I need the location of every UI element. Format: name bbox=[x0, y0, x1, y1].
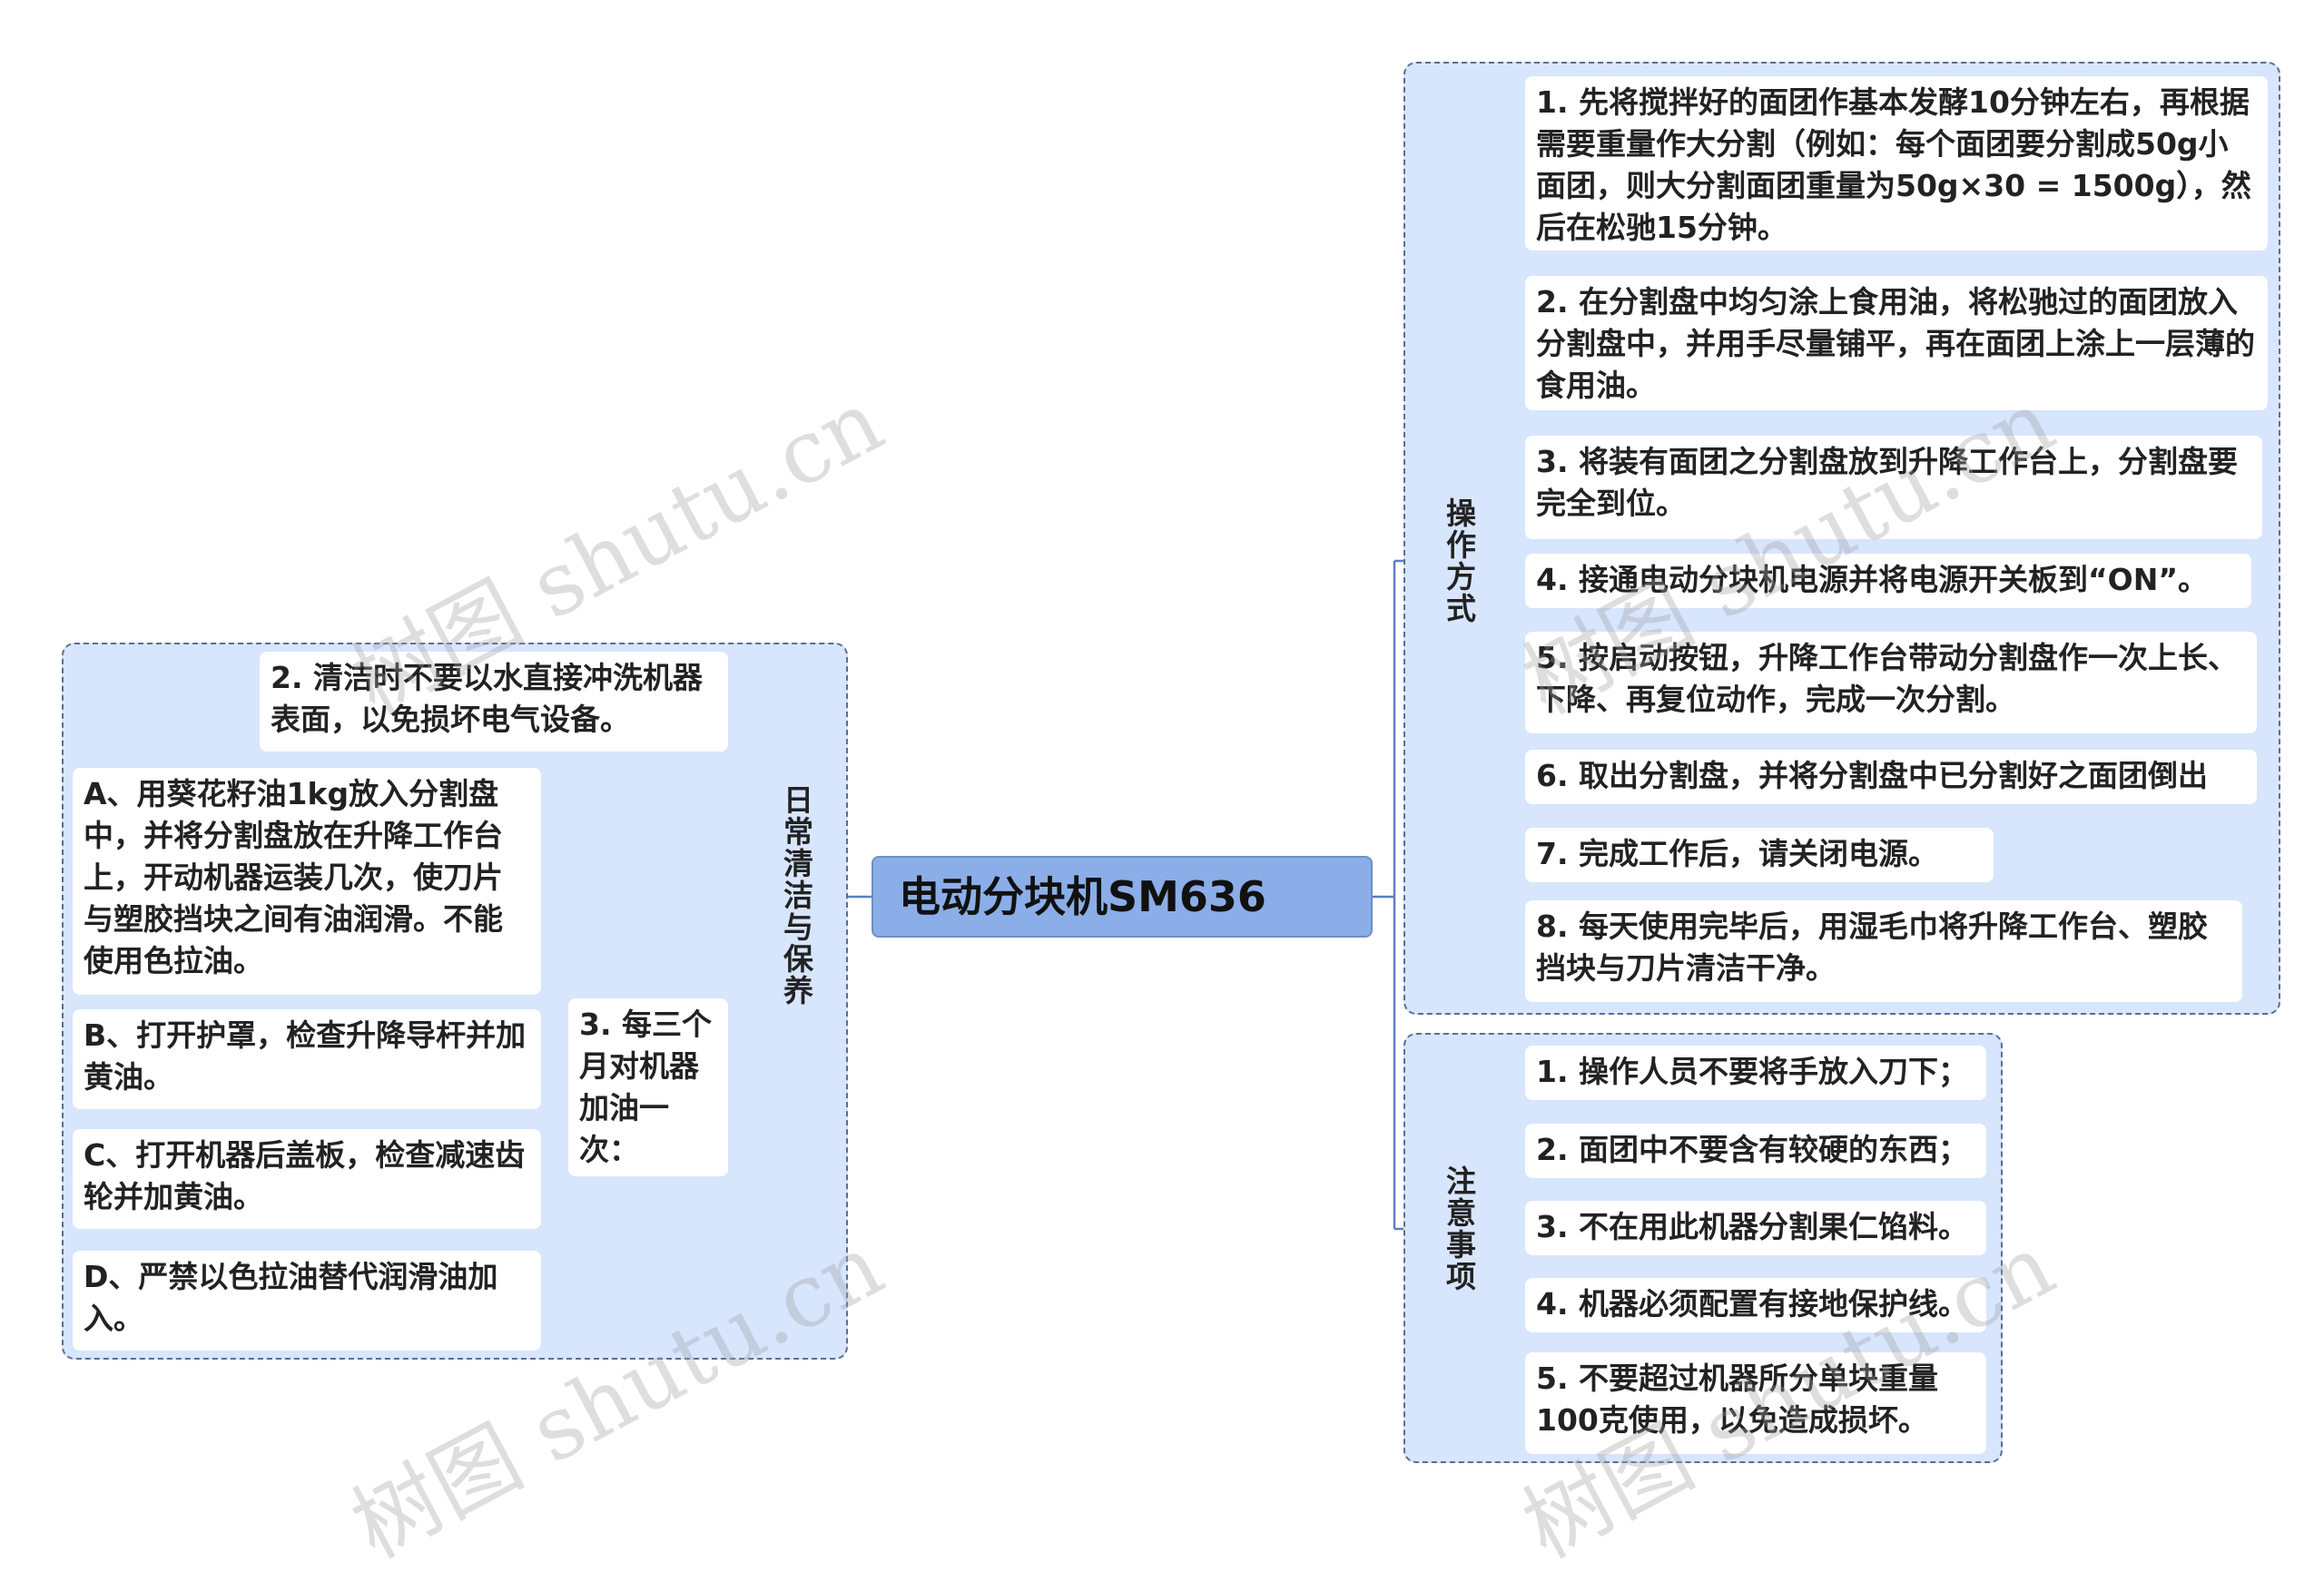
cleaning-item-3[interactable]: 3. 每三个月对机器加油一次： bbox=[568, 998, 728, 1176]
notes-item-3[interactable]: 3. 不在用此机器分割果仁馅料。 bbox=[1525, 1201, 1986, 1255]
cleaning-subitem-a[interactable]: A、用葵花籽油1kg放入分割盘中，并将分割盘放在升降工作台上，开动机器运装几次，… bbox=[73, 768, 541, 995]
cleaning-subitem-b[interactable]: B、打开护罩，检查升降导杆并加黄油。 bbox=[73, 1009, 541, 1109]
operation-step-5[interactable]: 5. 按启动按钮，升降工作台带动分割盘作一次上长、下降、再复位动作，完成一次分割… bbox=[1525, 632, 2257, 733]
operation-step-7[interactable]: 7. 完成工作后，请关闭电源。 bbox=[1525, 828, 1994, 882]
notes-item-5[interactable]: 5. 不要超过机器所分单块重量100克使用，以免造成损坏。 bbox=[1525, 1352, 1986, 1454]
operation-step-6[interactable]: 6. 取出分割盘，并将分割盘中已分割好之面团倒出 bbox=[1525, 750, 2257, 804]
operation-step-8[interactable]: 8. 每天使用完毕后，用湿毛巾将升降工作台、塑胶挡块与刀片清洁干净。 bbox=[1525, 900, 2242, 1002]
notes-item-2[interactable]: 2. 面团中不要含有较硬的东西； bbox=[1525, 1124, 1986, 1178]
branch-operation-label[interactable]: 操作方式 bbox=[1416, 474, 1502, 648]
cleaning-subitem-d[interactable]: D、严禁以色拉油替代润滑油加入。 bbox=[73, 1251, 541, 1351]
cleaning-subitem-c[interactable]: C、打开机器后盖板，检查减速齿轮并加黄油。 bbox=[73, 1129, 541, 1229]
operation-step-1[interactable]: 1. 先将搅拌好的面团作基本发酵10分钟左右，再根据需要重量作大分割（例如：每个… bbox=[1525, 76, 2268, 251]
notes-item-1[interactable]: 1. 操作人员不要将手放入刀下； bbox=[1525, 1046, 1986, 1100]
branch-cleaning-label[interactable]: 日常清洁与保养 bbox=[753, 768, 839, 1022]
notes-item-4[interactable]: 4. 机器必须配置有接地保护线。 bbox=[1525, 1278, 1986, 1332]
operation-step-4[interactable]: 4. 接通电动分块机电源并将电源开关板到“ON”。 bbox=[1525, 554, 2251, 608]
root-topic[interactable]: 电动分块机SM636 bbox=[872, 856, 1373, 938]
branch-notes-label[interactable]: 注意事项 bbox=[1416, 1142, 1502, 1316]
cleaning-item-2[interactable]: 2. 清洁时不要以水直接冲洗机器表面，以免损坏电气设备。 bbox=[260, 652, 728, 752]
operation-step-2[interactable]: 2. 在分割盘中均匀涂上食用油，将松驰过的面团放入分割盘中，并用手尽量铺平，再在… bbox=[1525, 276, 2268, 410]
operation-step-3[interactable]: 3. 将装有面团之分割盘放到升降工作台上，分割盘要完全到位。 bbox=[1525, 436, 2262, 539]
